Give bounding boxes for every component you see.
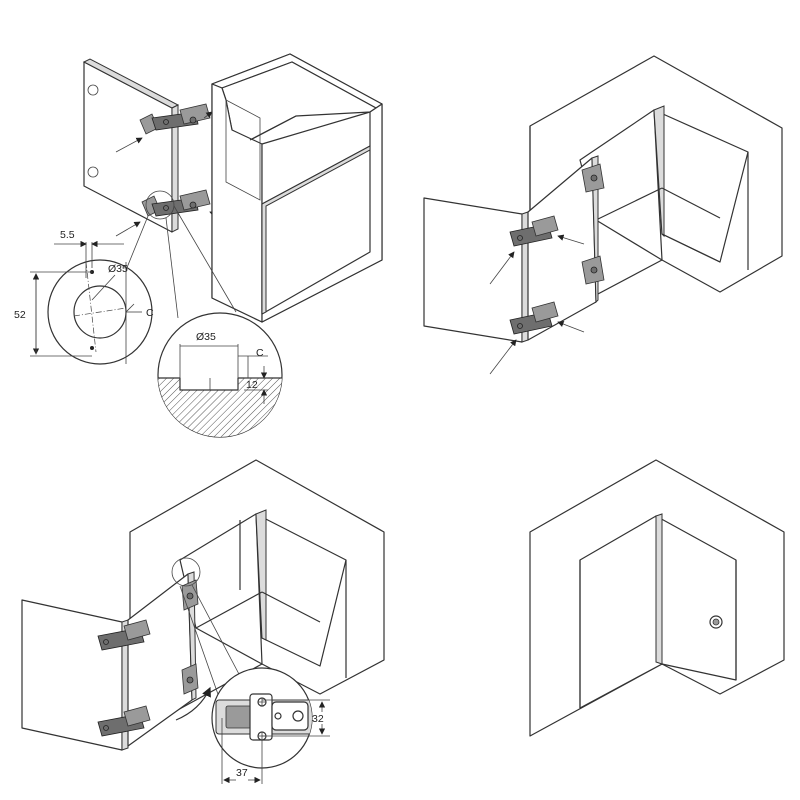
cup-detail-circle	[47, 259, 153, 365]
dim-5-5: 5.5	[60, 229, 75, 241]
mounting-plate-detail	[211, 667, 330, 784]
panel-step-3: 32 37	[21, 459, 385, 784]
dim-52: 52	[14, 309, 26, 321]
door-panel	[82, 58, 180, 233]
dim-c: C	[146, 307, 154, 319]
detail-leaders-1	[125, 190, 237, 319]
dim-32: 32	[312, 713, 324, 725]
panel-step-4	[529, 459, 785, 737]
dim-37: 37	[236, 767, 248, 779]
panel-step-2	[423, 55, 783, 375]
dim-cup-diameter: Ø35	[108, 263, 128, 275]
corner-cabinet-open	[211, 53, 383, 323]
plate-detail-leaders	[171, 557, 241, 701]
dimension-lines-1	[30, 240, 124, 357]
dim-12: 12	[246, 379, 258, 391]
swing-arrow	[175, 686, 211, 721]
section-diameter: Ø35	[196, 331, 216, 343]
panel-step-1: 5.5 Ø35 52 C Ø35 C 12	[14, 53, 383, 438]
door-knob	[709, 615, 723, 629]
hinges-3	[97, 579, 199, 737]
upper-hinge	[139, 103, 211, 135]
section-c: C	[256, 347, 264, 359]
section-detail-circle	[157, 312, 283, 438]
hinges-2	[509, 163, 605, 335]
assembly-arrows-2	[489, 234, 585, 375]
corner-cabinet-closed	[529, 459, 785, 737]
